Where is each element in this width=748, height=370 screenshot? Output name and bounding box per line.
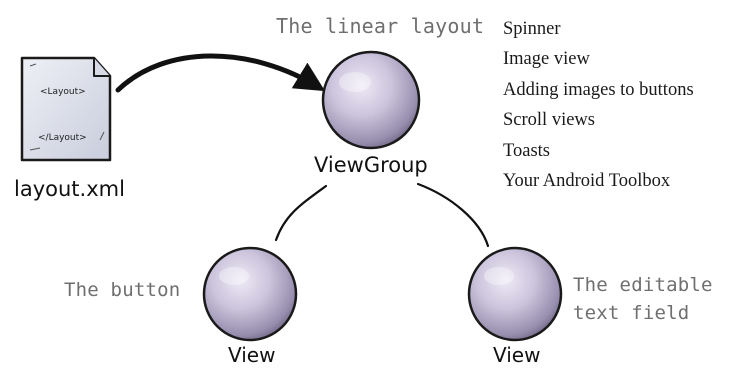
left-child-annotation: The button — [64, 279, 181, 301]
topic-scroll-views: Scroll views — [503, 110, 595, 131]
root-node-label: ViewGroup — [314, 153, 428, 177]
topic-toasts: Toasts — [503, 140, 551, 161]
right-child-annotation-line2: text field — [573, 302, 690, 324]
topic-spinner: Spinner — [503, 19, 561, 39]
topic-image-view: Image view — [503, 49, 590, 70]
curved-arrow-icon — [115, 53, 326, 93]
root-annotation: The linear layout — [276, 14, 485, 38]
file-name-label: layout.xml — [14, 177, 125, 201]
topic-adding-images-to-buttons: Adding images to buttons — [503, 79, 694, 100]
right-child-annotation-line1: The editable — [573, 274, 713, 296]
topic-your-android-toolbox: Your Android Toolbox — [503, 170, 671, 191]
file-close-tag: </Layout> — [38, 133, 87, 143]
left-child-label: View — [228, 343, 276, 367]
left-child-sphere — [202, 246, 298, 342]
connector-root-left — [274, 184, 328, 242]
file-open-tag: <Layout> — [40, 87, 86, 97]
xml-file-icon — [20, 56, 112, 162]
right-child-sphere — [467, 246, 563, 342]
right-child-label: View — [493, 343, 541, 367]
connector-root-right — [416, 182, 490, 248]
root-node-sphere — [321, 50, 421, 150]
topics-list: Spinner Image view Adding images to butt… — [503, 14, 694, 196]
